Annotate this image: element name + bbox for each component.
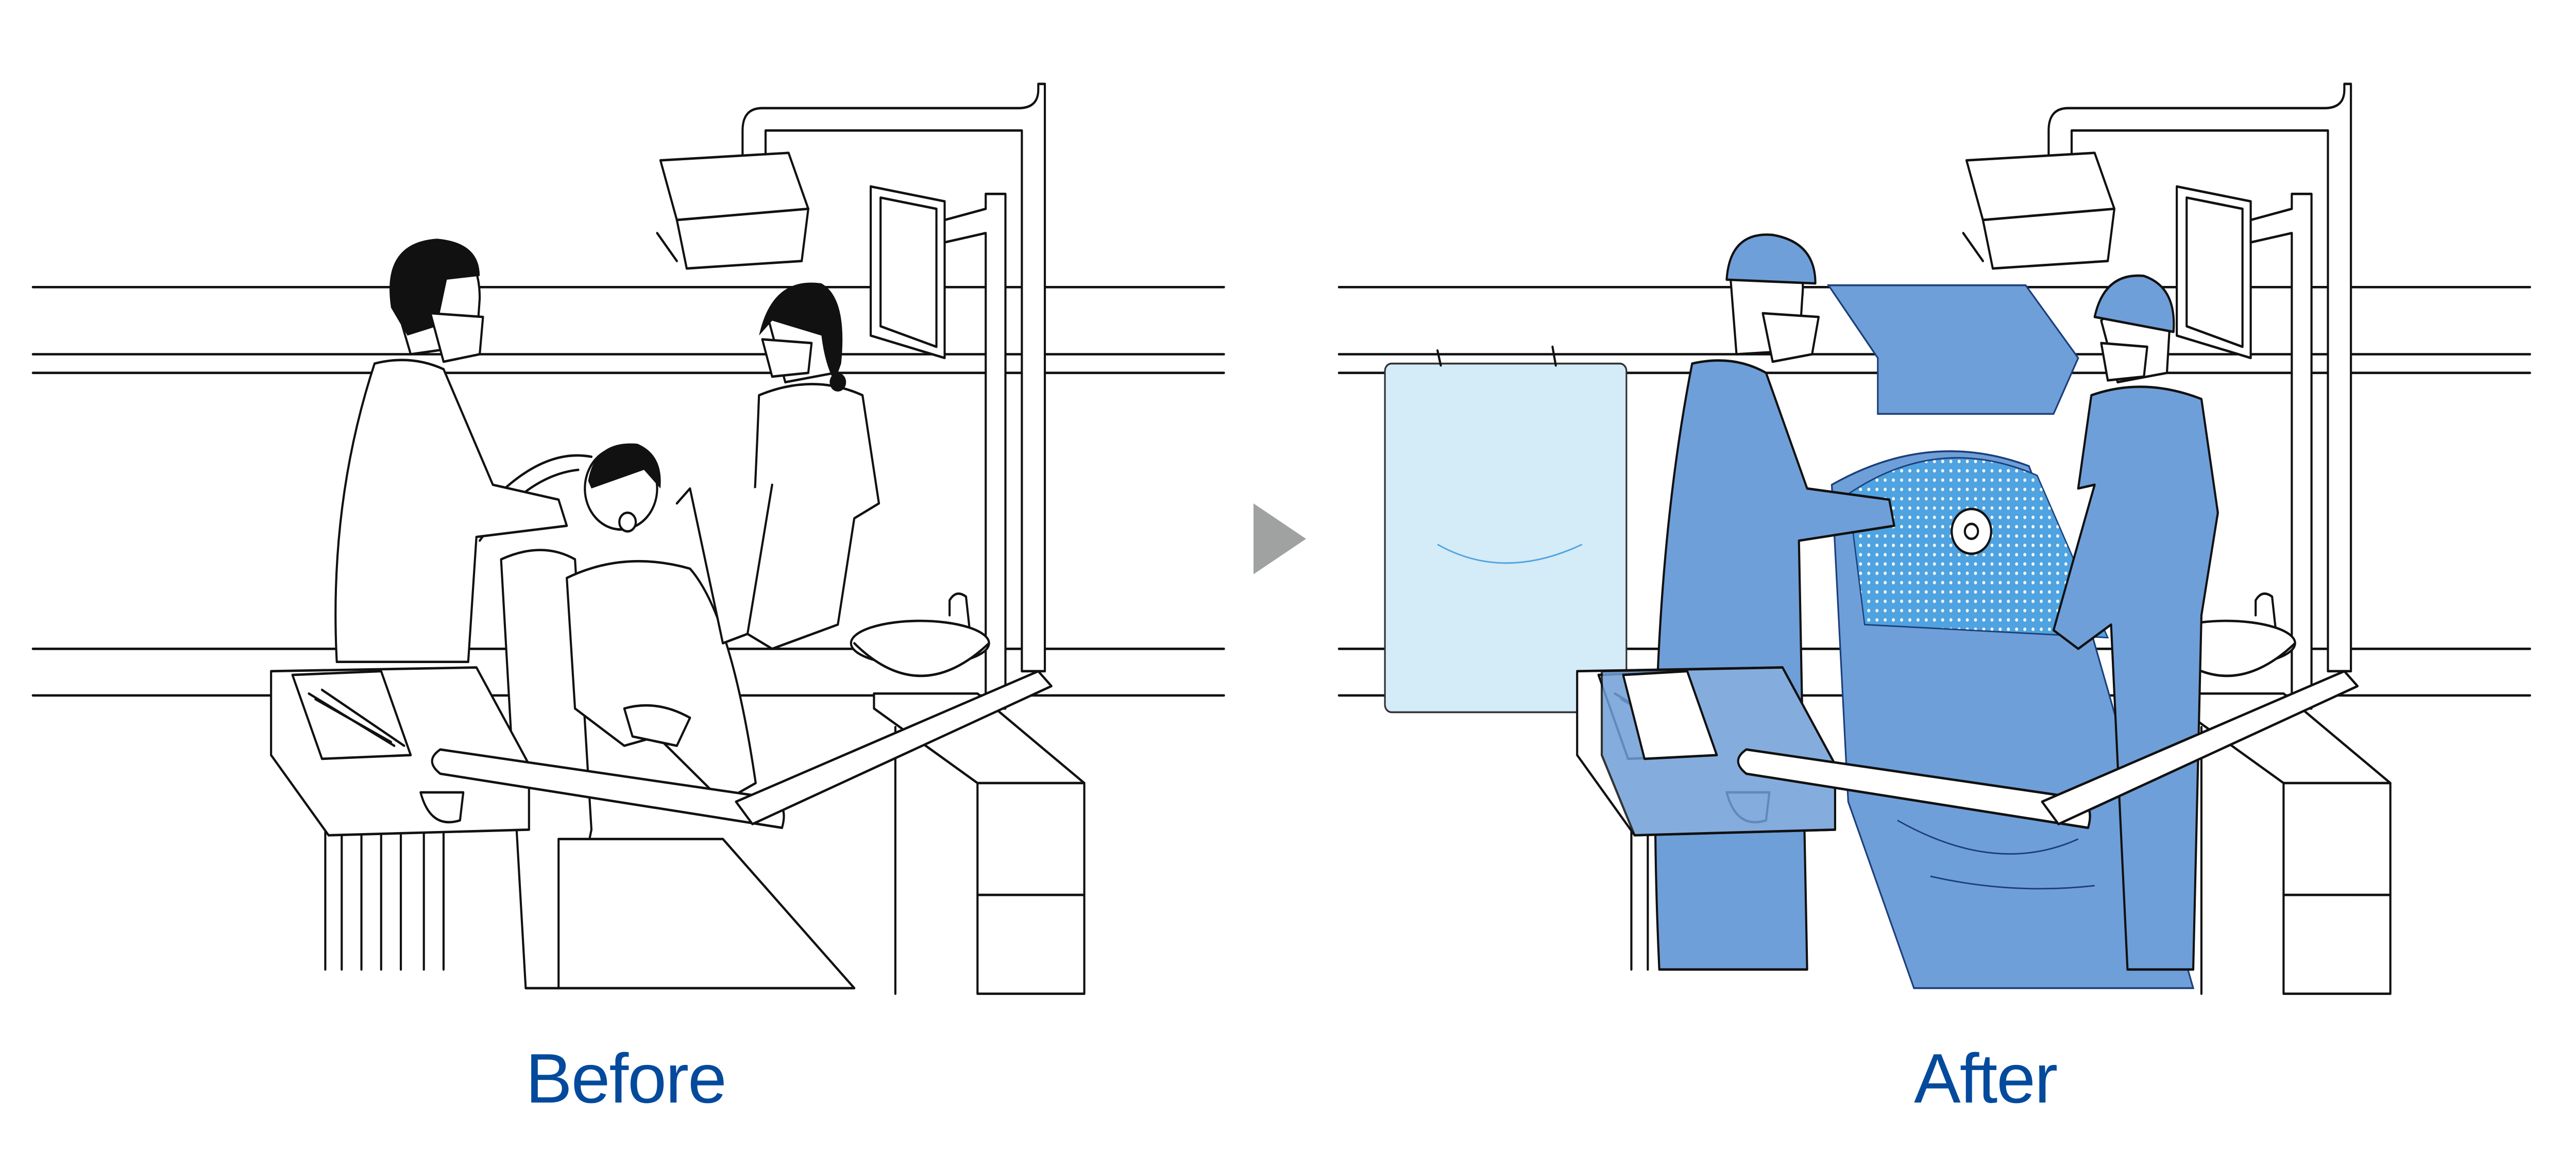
after-label: After xyxy=(1914,1039,2058,1117)
after-scene xyxy=(1339,84,2530,994)
before-label: Before xyxy=(526,1039,727,1117)
before-scene xyxy=(33,84,1224,994)
play-triangle-icon xyxy=(1253,503,1307,574)
